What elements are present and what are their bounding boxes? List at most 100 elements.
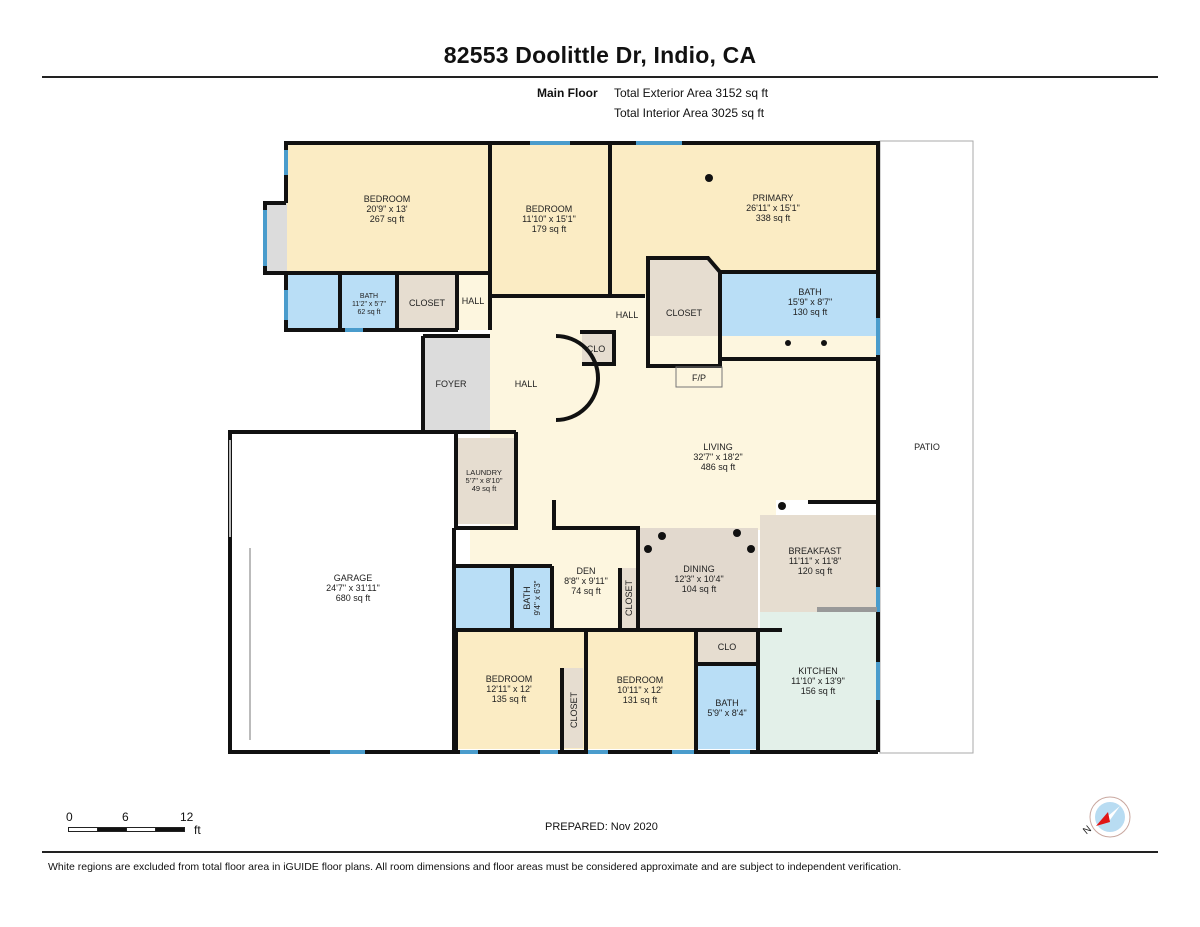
scale-segment	[155, 827, 185, 832]
closet-bed3-fill	[563, 668, 583, 748]
breakfast-name: BREAKFAST	[788, 546, 842, 556]
living-name: LIVING	[703, 442, 733, 452]
dining-name: DINING	[683, 564, 715, 574]
bedroom4-name: BEDROOM	[617, 675, 664, 685]
exterior-area: Total Exterior Area 3152 sq ft	[614, 86, 769, 100]
fixture-dot	[778, 502, 786, 510]
prepared-date: PREPARED: Nov 2020	[545, 821, 658, 833]
garage-name: GARAGE	[334, 573, 373, 583]
bedroom1-dims: 20'9" x 13'	[366, 204, 407, 214]
bedroom2-dims: 11'10" x 15'1"	[522, 214, 576, 224]
fireplace-name: F/P	[692, 373, 706, 383]
scale-segment	[126, 827, 156, 832]
den-area: 74 sq ft	[571, 586, 601, 596]
windows	[263, 141, 880, 754]
breakfast-area: 120 sq ft	[798, 566, 833, 576]
fixture-dot	[733, 529, 741, 537]
dining-area: 104 sq ft	[682, 584, 717, 594]
scale-unit: ft	[194, 823, 201, 837]
primary-dims: 26'11" x 15'1"	[746, 203, 800, 213]
bedroom1-fill	[286, 145, 488, 273]
bath-small-name: BATH	[360, 293, 378, 300]
fixture-dot	[785, 340, 791, 346]
bath-south-fill	[698, 666, 756, 749]
hall-north-name: HALL	[462, 296, 485, 306]
wall-curved-hall	[555, 334, 600, 422]
primary-fill-lower	[612, 290, 648, 296]
kitchen-fill	[760, 612, 876, 750]
dining-fixtures	[644, 174, 827, 553]
wall-laundry	[454, 432, 518, 530]
bath-small-fill	[341, 275, 396, 330]
wall-closet-primary	[646, 256, 722, 368]
bath-west-fill	[286, 275, 341, 330]
bath-den-name: BATH	[522, 586, 532, 609]
clo-south-fill	[698, 631, 756, 663]
interior-area: Total Interior Area 3025 sq ft	[614, 106, 765, 120]
living-fill-south	[556, 500, 776, 530]
living-dims: 32'7" x 18'2"	[693, 452, 742, 462]
scale-bar: 0 6 12 ft	[66, 810, 226, 840]
bath-den-fill	[514, 568, 552, 628]
header-divider	[42, 76, 1158, 78]
garage-fill	[230, 436, 452, 750]
kitchen-counter	[817, 607, 877, 612]
bedroom2-fill	[492, 145, 609, 295]
bedroom1-name: BEDROOM	[364, 194, 411, 204]
bath-small-area: 62 sq ft	[358, 309, 381, 316]
patio-name: PATIO	[914, 442, 940, 452]
fixture-dot	[644, 545, 652, 553]
bedroom2-area: 179 sq ft	[532, 224, 567, 234]
bath-primary-name: BATH	[798, 287, 821, 297]
clo-south-name: CLO	[718, 642, 737, 652]
fixture-dot	[705, 174, 713, 182]
scale-tick-6: 6	[122, 810, 129, 824]
fixture-dot	[747, 545, 755, 553]
laundry-name: LAUNDRY	[466, 468, 502, 477]
bath-small-dims: 11'2" x 5'7"	[352, 301, 386, 308]
patio-area	[879, 140, 974, 754]
room-labels: BEDROOM 20'9" x 13' 267 sq ft BEDROOM 11…	[326, 193, 940, 728]
laundry-area: 49 sq ft	[472, 484, 498, 493]
hall-center-name: HALL	[616, 310, 639, 320]
dining-dims: 12'3" x 10'4"	[674, 574, 723, 584]
scale-segment	[97, 827, 127, 832]
living-area: 486 sq ft	[701, 462, 736, 472]
bedroom3-area: 135 sq ft	[492, 694, 527, 704]
footer-divider	[42, 851, 1158, 853]
wall-clo-hall	[580, 330, 616, 366]
bath-primary-area: 130 sq ft	[793, 307, 828, 317]
floor-label: Main Floor	[537, 86, 598, 100]
bath-primary-dims: 15'9" x 8'7"	[788, 297, 832, 307]
hall-foyer-name: HALL	[515, 379, 538, 389]
breakfast-fill	[760, 515, 876, 628]
dining-fill	[640, 528, 758, 628]
fixture-dot	[821, 340, 827, 346]
foyer-name: FOYER	[435, 379, 467, 389]
scale-tick-12: 12	[180, 810, 194, 824]
closet-bed3-name: CLOSET	[569, 691, 579, 728]
wall-den-north	[552, 500, 640, 530]
kitchen-dims: 11'10" x 13'9"	[791, 676, 845, 686]
disclaimer-text: White regions are excluded from total fl…	[48, 861, 902, 873]
bedroom4-dims: 10'11" x 12'	[617, 685, 663, 695]
bay-window-fill	[267, 203, 287, 273]
bedroom4-area: 131 sq ft	[623, 695, 658, 705]
kitchen-name: KITCHEN	[798, 666, 838, 676]
clo-hall-name: CLO	[587, 344, 606, 354]
fixture-dot	[658, 532, 666, 540]
closet-west-fill	[399, 275, 455, 330]
closet-den-name: CLOSET	[624, 579, 634, 616]
compass-icon: N	[1081, 796, 1131, 838]
bath-den-west-fill	[456, 568, 512, 628]
laundry-fill	[458, 438, 514, 524]
bedroom3-dims: 12'11" x 12'	[486, 684, 532, 694]
bedroom1-area: 267 sq ft	[370, 214, 405, 224]
bath-south-name: BATH	[715, 698, 738, 708]
kitchen-area: 156 sq ft	[801, 686, 836, 696]
laundry-dims: 5'7" x 8'10"	[466, 476, 503, 485]
bedroom2-name: BEDROOM	[526, 204, 573, 214]
scale-tick-0: 0	[66, 810, 73, 824]
hall-north-fill	[457, 273, 491, 330]
